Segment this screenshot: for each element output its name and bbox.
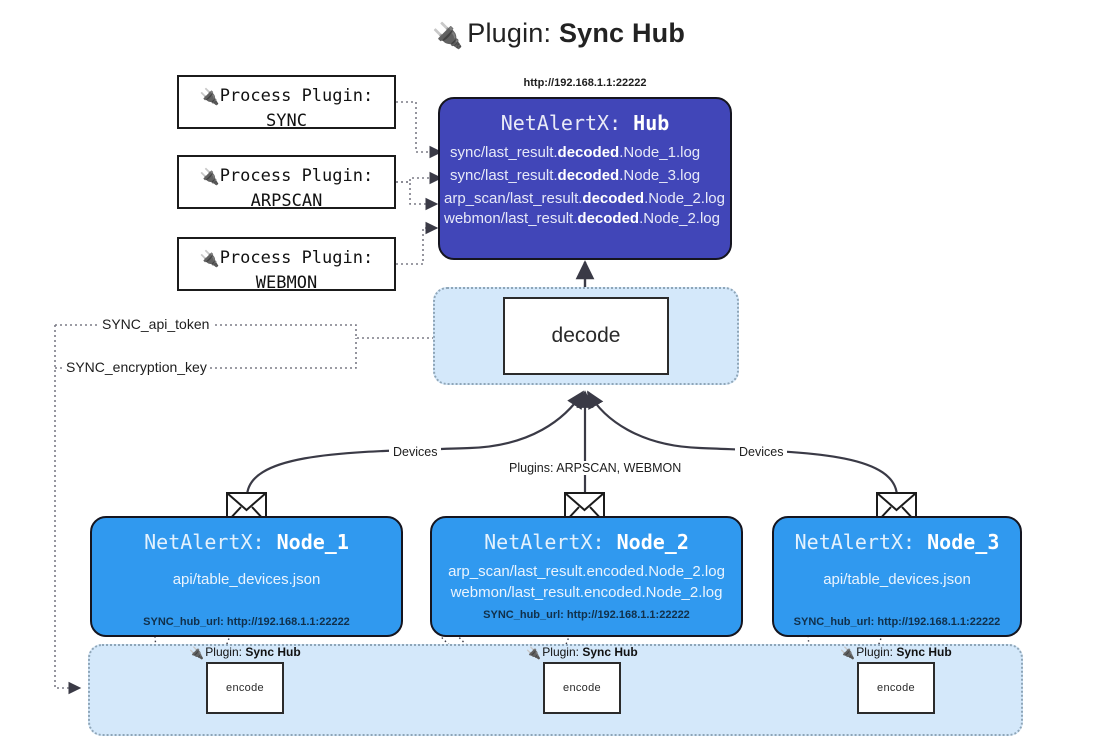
hub-node[interactable]: NetAlertX: Hub sync/last_result.decoded.… — [438, 97, 732, 260]
plugins-center-label: Plugins: ARPSCAN, WEBMON — [505, 461, 686, 475]
hub-title: NetAlertX: Hub — [500, 111, 670, 135]
plug-icon: 🔌 — [199, 167, 220, 186]
hub-log-2: sync/last_result.decoded.Node_3.log — [450, 167, 701, 184]
hub-log-1: sync/last_result.decoded.Node_1.log — [450, 144, 701, 161]
encode-label-3: encode — [877, 682, 915, 694]
process-plugin-webmon[interactable]: 🔌Process Plugin: WEBMON — [177, 237, 396, 293]
hub-log-3: arp_scan/last_result.decoded.Node_2.log — [444, 190, 725, 207]
process-plugin-webmon-name: WEBMON — [255, 272, 318, 293]
plug-icon: 🔌 — [199, 87, 220, 106]
node-1[interactable]: NetAlertX: Node_1 api/table_devices.json… — [90, 516, 403, 637]
encode-box-3[interactable]: encode — [857, 662, 935, 714]
process-plugin-sync-name: SYNC — [266, 110, 307, 131]
plug-icon: 🔌 — [431, 22, 464, 50]
plug-icon: 🔌 — [189, 646, 205, 660]
node-2-title: NetAlertX: Node_2 — [484, 530, 689, 554]
node-3[interactable]: NetAlertX: Node_3 api/table_devices.json… — [772, 516, 1022, 637]
plug-icon: 🔌 — [526, 646, 542, 660]
devices-right-label: Devices — [735, 445, 788, 459]
encode-box-2[interactable]: encode — [543, 662, 621, 714]
node-2-line-2: webmon/last_result.encoded.Node_2.log — [450, 584, 723, 601]
decode-label: decode — [551, 324, 621, 347]
node-2[interactable]: NetAlertX: Node_2 arp_scan/last_result.e… — [430, 516, 743, 637]
process-plugin-webmon-line1: 🔌Process Plugin: — [199, 248, 374, 268]
node-1-title: NetAlertX: Node_1 — [144, 530, 349, 554]
sync-encryption-key-label: SYNC_encryption_key — [63, 359, 210, 375]
hub-url-label: http://192.168.1.1:22222 — [523, 77, 647, 89]
node-3-line-1: api/table_devices.json — [823, 571, 971, 588]
sync-api-token-label: SYNC_api_token — [99, 316, 213, 332]
encoder-3-plugin-label: 🔌Plugin: Sync Hub — [840, 645, 952, 660]
process-plugin-arpscan-name: ARPSCAN — [250, 190, 323, 211]
process-plugin-arpscan[interactable]: 🔌Process Plugin: ARPSCAN — [177, 155, 396, 211]
node-3-title: NetAlertX: Node_3 — [794, 530, 1000, 554]
node-1-footer: SYNC_hub_url: http://192.168.1.1:22222 — [143, 616, 350, 628]
page-title: 🔌Plugin: Sync Hub — [0, 18, 1117, 51]
devices-left-label: Devices — [389, 445, 442, 459]
encode-box-1[interactable]: encode — [206, 662, 284, 714]
node-3-footer: SYNC_hub_url: http://192.168.1.1:22222 — [793, 616, 1001, 628]
encoder-2-plugin-label: 🔌Plugin: Sync Hub — [526, 645, 638, 660]
plug-icon: 🔌 — [840, 646, 856, 660]
page-title-prefix: Plugin: — [467, 18, 552, 48]
node-2-footer: SYNC_hub_url: http://192.168.1.1:22222 — [483, 609, 690, 621]
process-plugin-arpscan-line1: 🔌Process Plugin: — [199, 166, 374, 186]
plug-icon: 🔌 — [199, 249, 220, 268]
process-plugin-sync-line1: 🔌Process Plugin: — [199, 86, 374, 106]
hub-log-4: webmon/last_result.decoded.Node_2.log — [444, 210, 720, 227]
node-2-line-1: arp_scan/last_result.encoded.Node_2.log — [448, 563, 725, 580]
page-title-name: Sync Hub — [558, 18, 686, 48]
encode-label-1: encode — [226, 682, 264, 694]
encoder-1-plugin-label: 🔌Plugin: Sync Hub — [189, 645, 301, 660]
decode-box[interactable]: decode — [503, 297, 669, 375]
node-1-line-1: api/table_devices.json — [172, 571, 321, 588]
encode-label-2: encode — [563, 682, 601, 694]
process-plugin-sync[interactable]: 🔌Process Plugin: SYNC — [177, 75, 396, 131]
